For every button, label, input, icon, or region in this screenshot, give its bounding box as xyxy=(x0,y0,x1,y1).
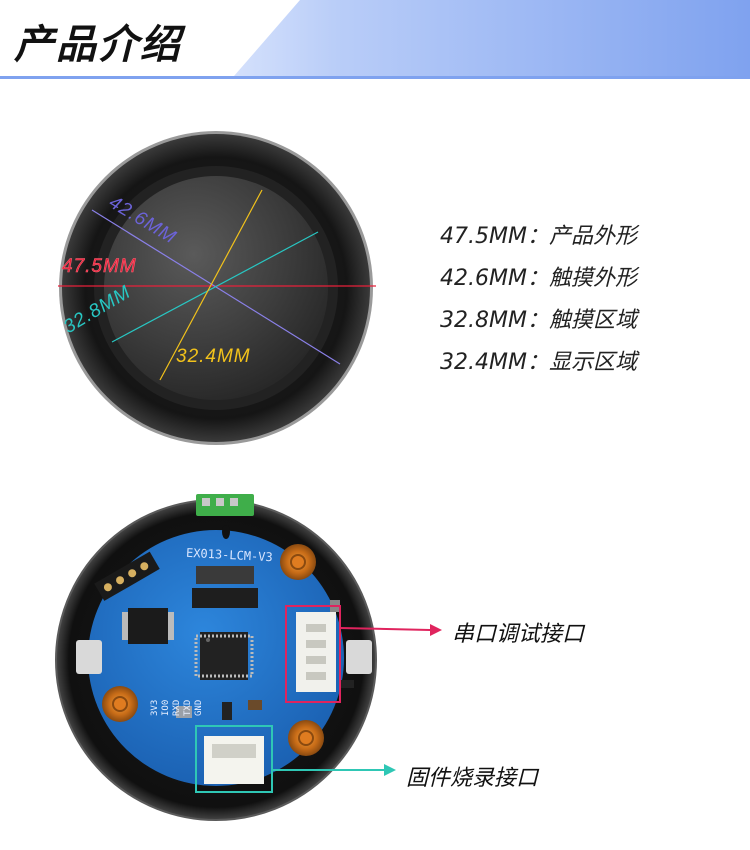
round-display xyxy=(59,131,373,445)
pin-label: IO0 xyxy=(161,699,171,716)
serial-port-callout: 串口调试接口 xyxy=(452,622,585,647)
flash-chip xyxy=(128,608,168,644)
pin-label: GND xyxy=(194,699,204,716)
label-display-area: 32.4MM xyxy=(176,346,251,367)
pin-label: TXD xyxy=(183,699,193,716)
page-title: 产品介绍 xyxy=(14,21,182,68)
serial-arrow-head xyxy=(430,624,442,636)
pin-label-list: 3V3 IO0 RXD TXD GND xyxy=(150,700,205,716)
firmware-highlight-box xyxy=(195,725,273,793)
firmware-connector xyxy=(204,736,264,784)
mount-slot xyxy=(222,525,230,539)
label-outer: 47.5MM xyxy=(62,256,137,278)
spec-list: 47.5MM：产品外形 42.6MM：触摸外形 32.8MM：触摸区域 32.4… xyxy=(440,216,637,384)
firmware-arrow-head xyxy=(384,764,396,776)
spec-row: 42.6MM：触摸外形 xyxy=(440,266,637,291)
spec-row: 32.4MM：显示区域 xyxy=(440,350,637,375)
top-connector xyxy=(196,494,254,516)
dim-line-touch-area xyxy=(111,231,319,343)
pin-header xyxy=(94,551,160,601)
pin-label: 3V3 xyxy=(150,699,160,716)
right-clip xyxy=(346,640,372,674)
dim-line-display-area xyxy=(159,189,263,381)
crystal xyxy=(176,706,192,718)
serial-highlight-box xyxy=(285,605,341,703)
display-glass xyxy=(104,176,328,400)
firmware-port-callout: 固件烧录接口 xyxy=(406,766,539,791)
pcb-back-view xyxy=(55,494,442,821)
pin-label: RXD xyxy=(172,699,182,716)
fpc-connector xyxy=(196,566,254,584)
spec-row: 32.8MM：触摸区域 xyxy=(440,308,637,333)
header-divider xyxy=(0,76,750,79)
serial-arrow-line xyxy=(339,627,431,631)
left-clip xyxy=(76,640,102,674)
spec-row: 47.5MM：产品外形 xyxy=(440,224,637,249)
header-banner: 产品介绍 xyxy=(0,0,750,76)
